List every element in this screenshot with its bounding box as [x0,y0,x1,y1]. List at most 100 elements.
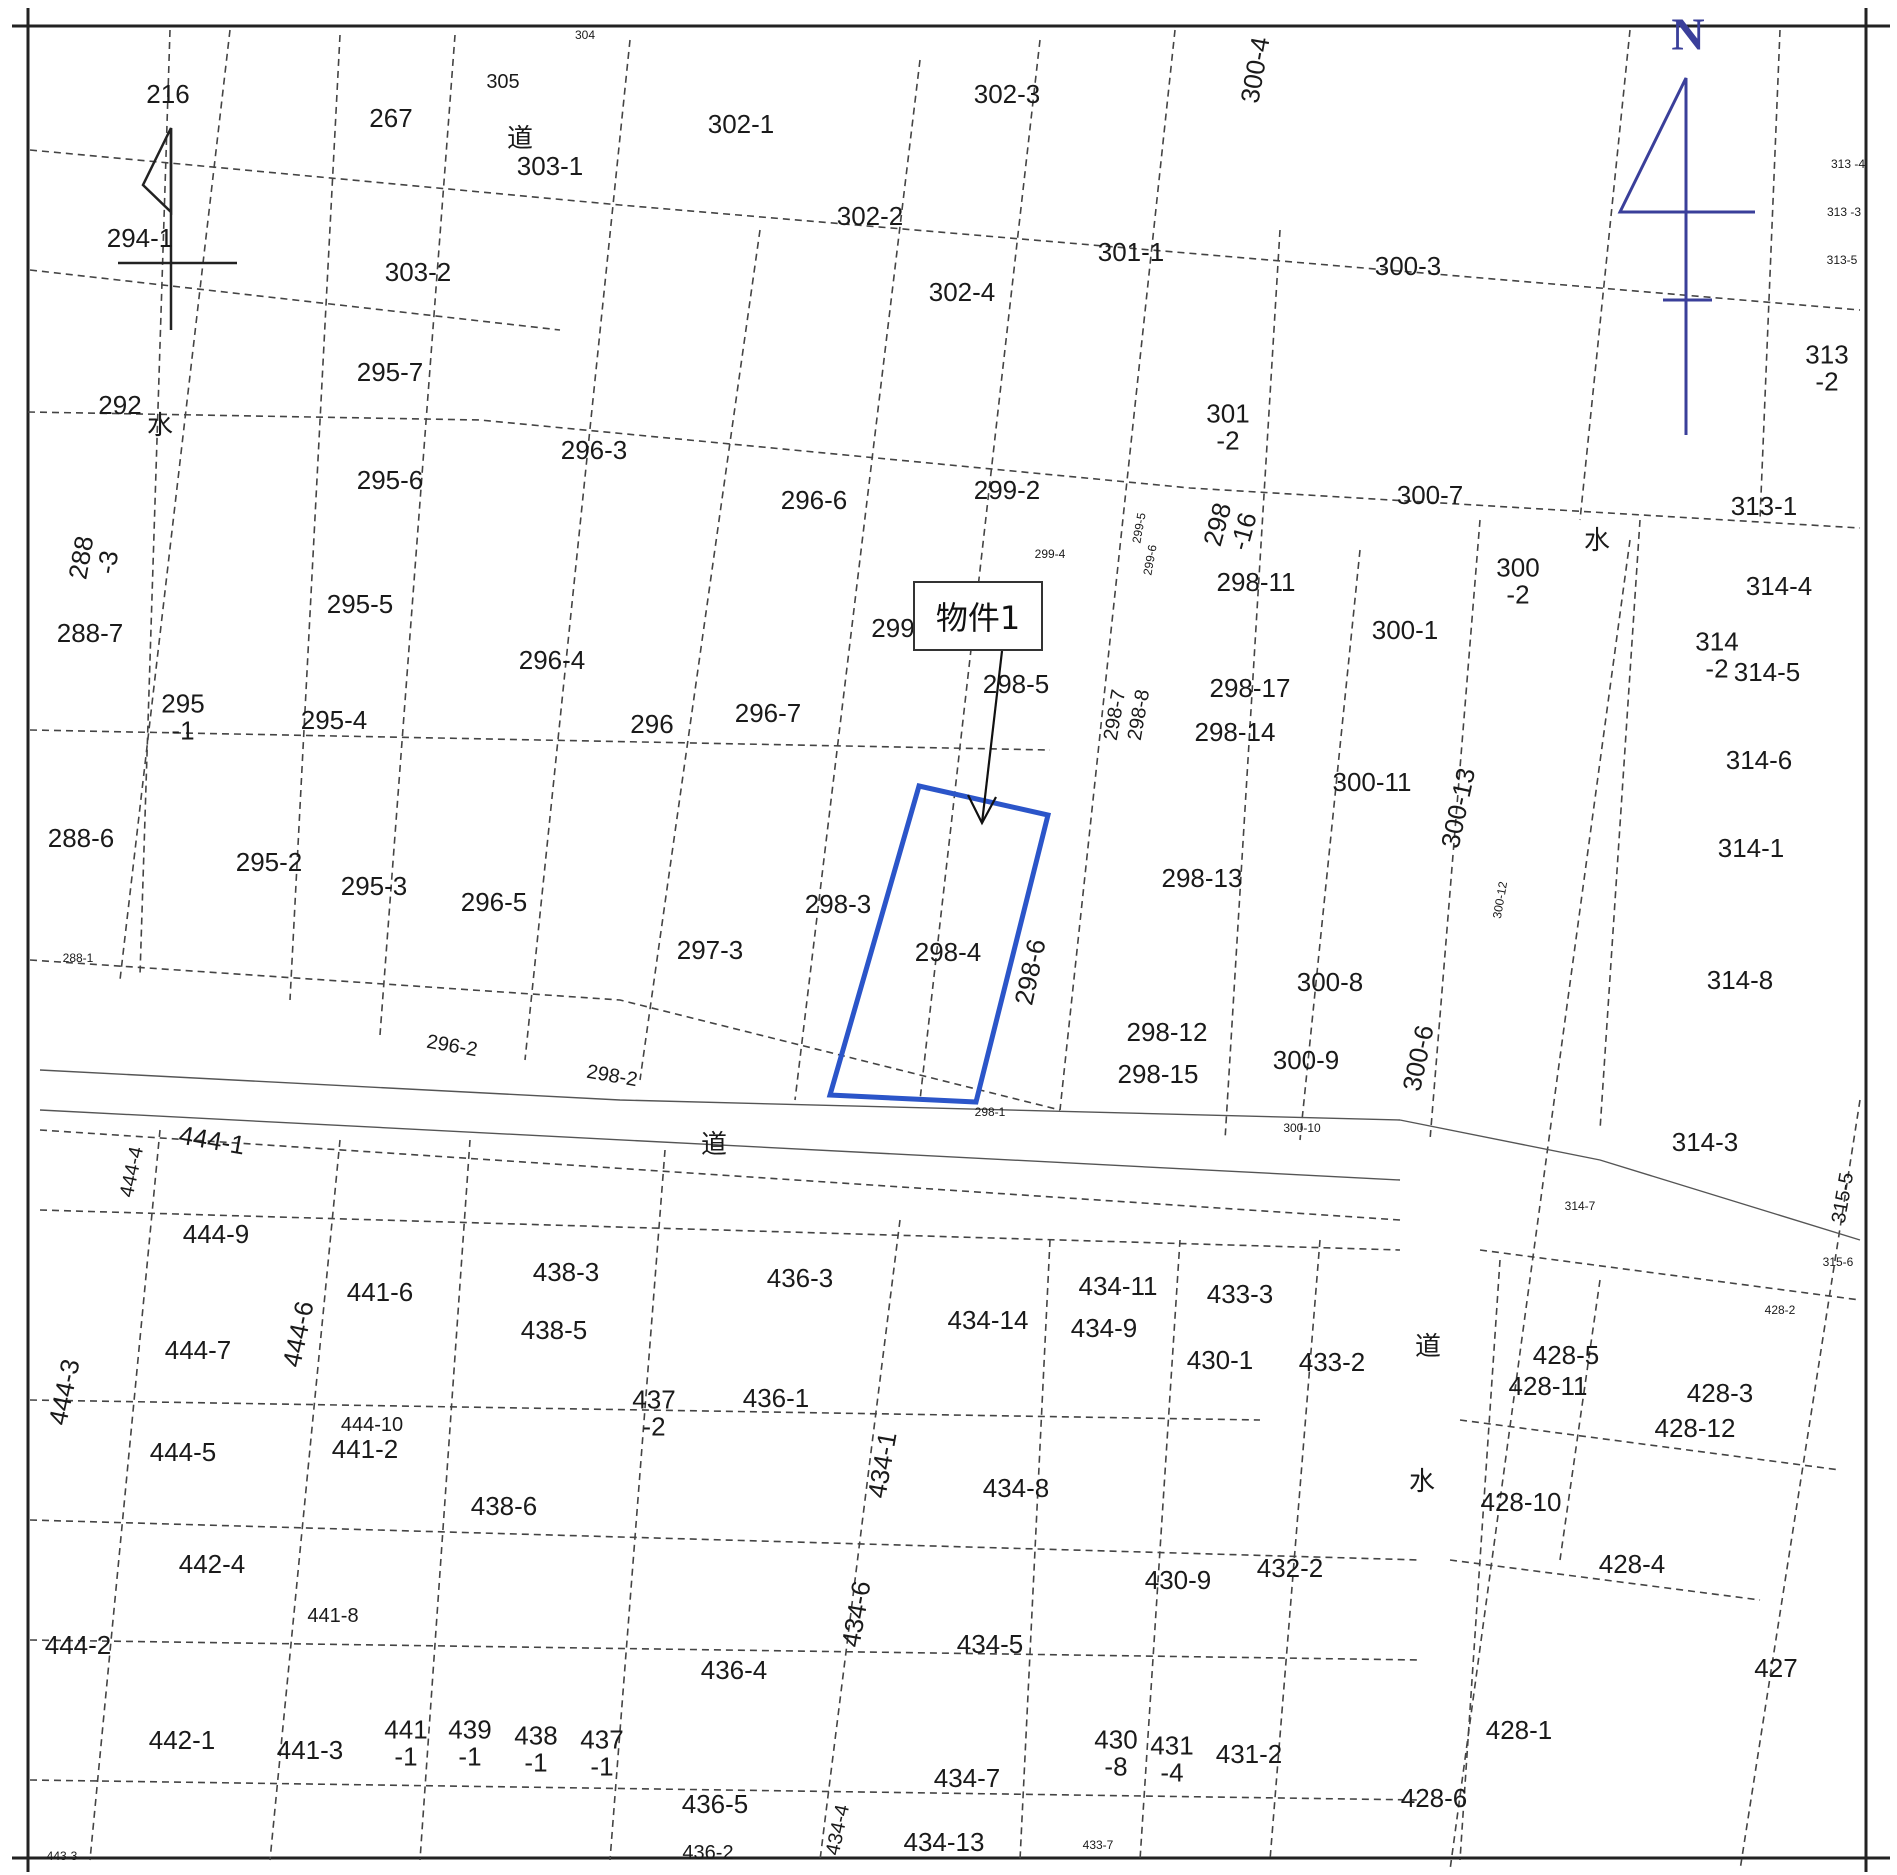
parcel-label: 443-3 [46,1849,78,1863]
parcel-label: 298-13 [1161,863,1243,893]
parcel-label: 428-6 [1400,1783,1468,1813]
parcel-label: 296-4 [518,645,586,675]
parcel-label: 288 -3 [62,533,125,582]
parcel-label: 430-1 [1186,1345,1254,1375]
parcel-label: 296-5 [460,887,528,917]
parcel-label: 295-3 [340,871,408,901]
parcel-label: 304 [574,28,596,42]
parcel-label: 302-3 [973,79,1041,109]
parcel-label: 300-11 [1332,767,1412,797]
parcel-label: 300 -2 [1496,552,1540,610]
parcel-label: 288-7 [56,618,124,648]
parcel-label: 433-3 [1206,1279,1274,1309]
parcel-label: 288-1 [62,951,94,965]
parcel-label: 428-4 [1598,1549,1666,1579]
parcel-label: 431 -4 [1150,1730,1194,1788]
parcel-label: 299-2 [973,475,1041,505]
parcel-label: 314-3 [1671,1127,1739,1157]
parcel-label: 428-2 [1764,1303,1796,1317]
parcel-label: 444-9 [182,1219,250,1249]
parcel-label: 441-6 [346,1277,414,1307]
parcel-label: 298-4 [914,937,982,967]
parcel-label: 295-7 [356,357,424,387]
parcel-label: 道 [700,1129,728,1159]
parcel-label: 436-4 [700,1655,768,1685]
parcel-label: 428-11 [1508,1371,1588,1401]
parcel-label: 296-3 [560,435,628,465]
parcel-label: 444-7 [164,1335,232,1365]
parcel-label: 441-3 [276,1735,344,1765]
parcel-label: 292 [98,390,142,420]
parcel-label: 298-12 [1126,1017,1208,1047]
parcel-label: 300-10 [1283,1121,1321,1135]
parcel-label: 434-13 [903,1827,985,1857]
parcel-label: 295-2 [235,847,303,877]
parcel-label: 299 [871,613,915,643]
parcel-label: 303-2 [384,257,452,287]
parcel-label: 314 -2 [1695,626,1739,684]
parcel-label: 430 -8 [1094,1724,1138,1782]
parcel-label: 434-11 [1078,1271,1158,1301]
parcel-boundaries [27,29,1861,1871]
parcel-label: 441-2 [331,1434,399,1464]
parcel-label: 444-2 [44,1630,112,1660]
parcel-label: 432-2 [1256,1553,1324,1583]
parcel-label: 441 -1 [384,1714,428,1772]
parcel-label: 438-3 [532,1257,600,1287]
parcel-label: 428-10 [1480,1487,1562,1517]
parcel-label: 434-8 [982,1473,1050,1503]
parcel-label: 442-1 [148,1725,216,1755]
parcel-label: 297-3 [676,935,744,965]
parcel-label: 438-5 [520,1315,588,1345]
parcel-label: 441-8 [307,1605,359,1627]
north-arrow-icon [1617,77,1755,435]
parcel-label: 314-1 [1717,833,1785,863]
parcel-label: 298-14 [1194,717,1276,747]
parcel-label: 295 -1 [161,688,205,746]
parcel-label: 295-6 [356,465,424,495]
parcel-label: 300-9 [1272,1045,1340,1075]
parcel-label: 298-15 [1117,1059,1199,1089]
parcel-label: 436-1 [742,1383,810,1413]
parcel-label: 313 -3 [1826,205,1862,219]
parcel-label: 道 [506,123,534,153]
parcel-label: 427 [1754,1653,1798,1683]
parcel-label: 314-7 [1564,1199,1596,1213]
parcel-label: 水 [146,410,174,440]
parcel-label: 298-5 [982,669,1050,699]
parcel-label: 428-1 [1485,1715,1553,1745]
parcel-label: 434-5 [956,1629,1024,1659]
parcel-label: 442-4 [178,1549,246,1579]
parcel-label: 267 [369,103,413,133]
parcel-label: 303-1 [516,151,584,181]
parcel-label: 299-4 [1034,547,1066,561]
parcel-label: 298-11 [1216,567,1296,597]
property-callout: 物件1 [913,581,1043,651]
parcel-label: 428-5 [1532,1340,1600,1370]
parcel-label: 296 [630,709,674,739]
parcel-label: 433-7 [1082,1838,1114,1852]
parcel-label: 313 -2 [1805,339,1849,397]
parcel-label: 430-9 [1144,1565,1212,1595]
parcel-label: 300-3 [1374,251,1442,281]
parcel-label: 294-1 [106,223,174,253]
parcel-label: 295-5 [326,589,394,619]
map-frame [12,8,1890,1872]
parcel-label: 302-2 [836,201,904,231]
parcel-label: 314-6 [1725,745,1793,775]
parcel-label: 水 [1408,1466,1436,1496]
parcel-label: 433-2 [1298,1347,1366,1377]
parcel-label: 428-3 [1686,1378,1754,1408]
parcel-label: 438-6 [470,1491,538,1521]
parcel-label: 314-8 [1706,965,1774,995]
secondary-north-arrow-icon [118,127,237,330]
parcel-label: 434-7 [933,1763,1001,1793]
parcel-label: 315-6 [1822,1255,1854,1269]
parcel-label: 301-1 [1097,237,1165,267]
parcel-label: 300-1 [1371,615,1439,645]
parcel-label: 296-7 [734,698,802,728]
parcel-label: 436-2 [682,1842,734,1864]
parcel-label: 298-17 [1209,673,1291,703]
